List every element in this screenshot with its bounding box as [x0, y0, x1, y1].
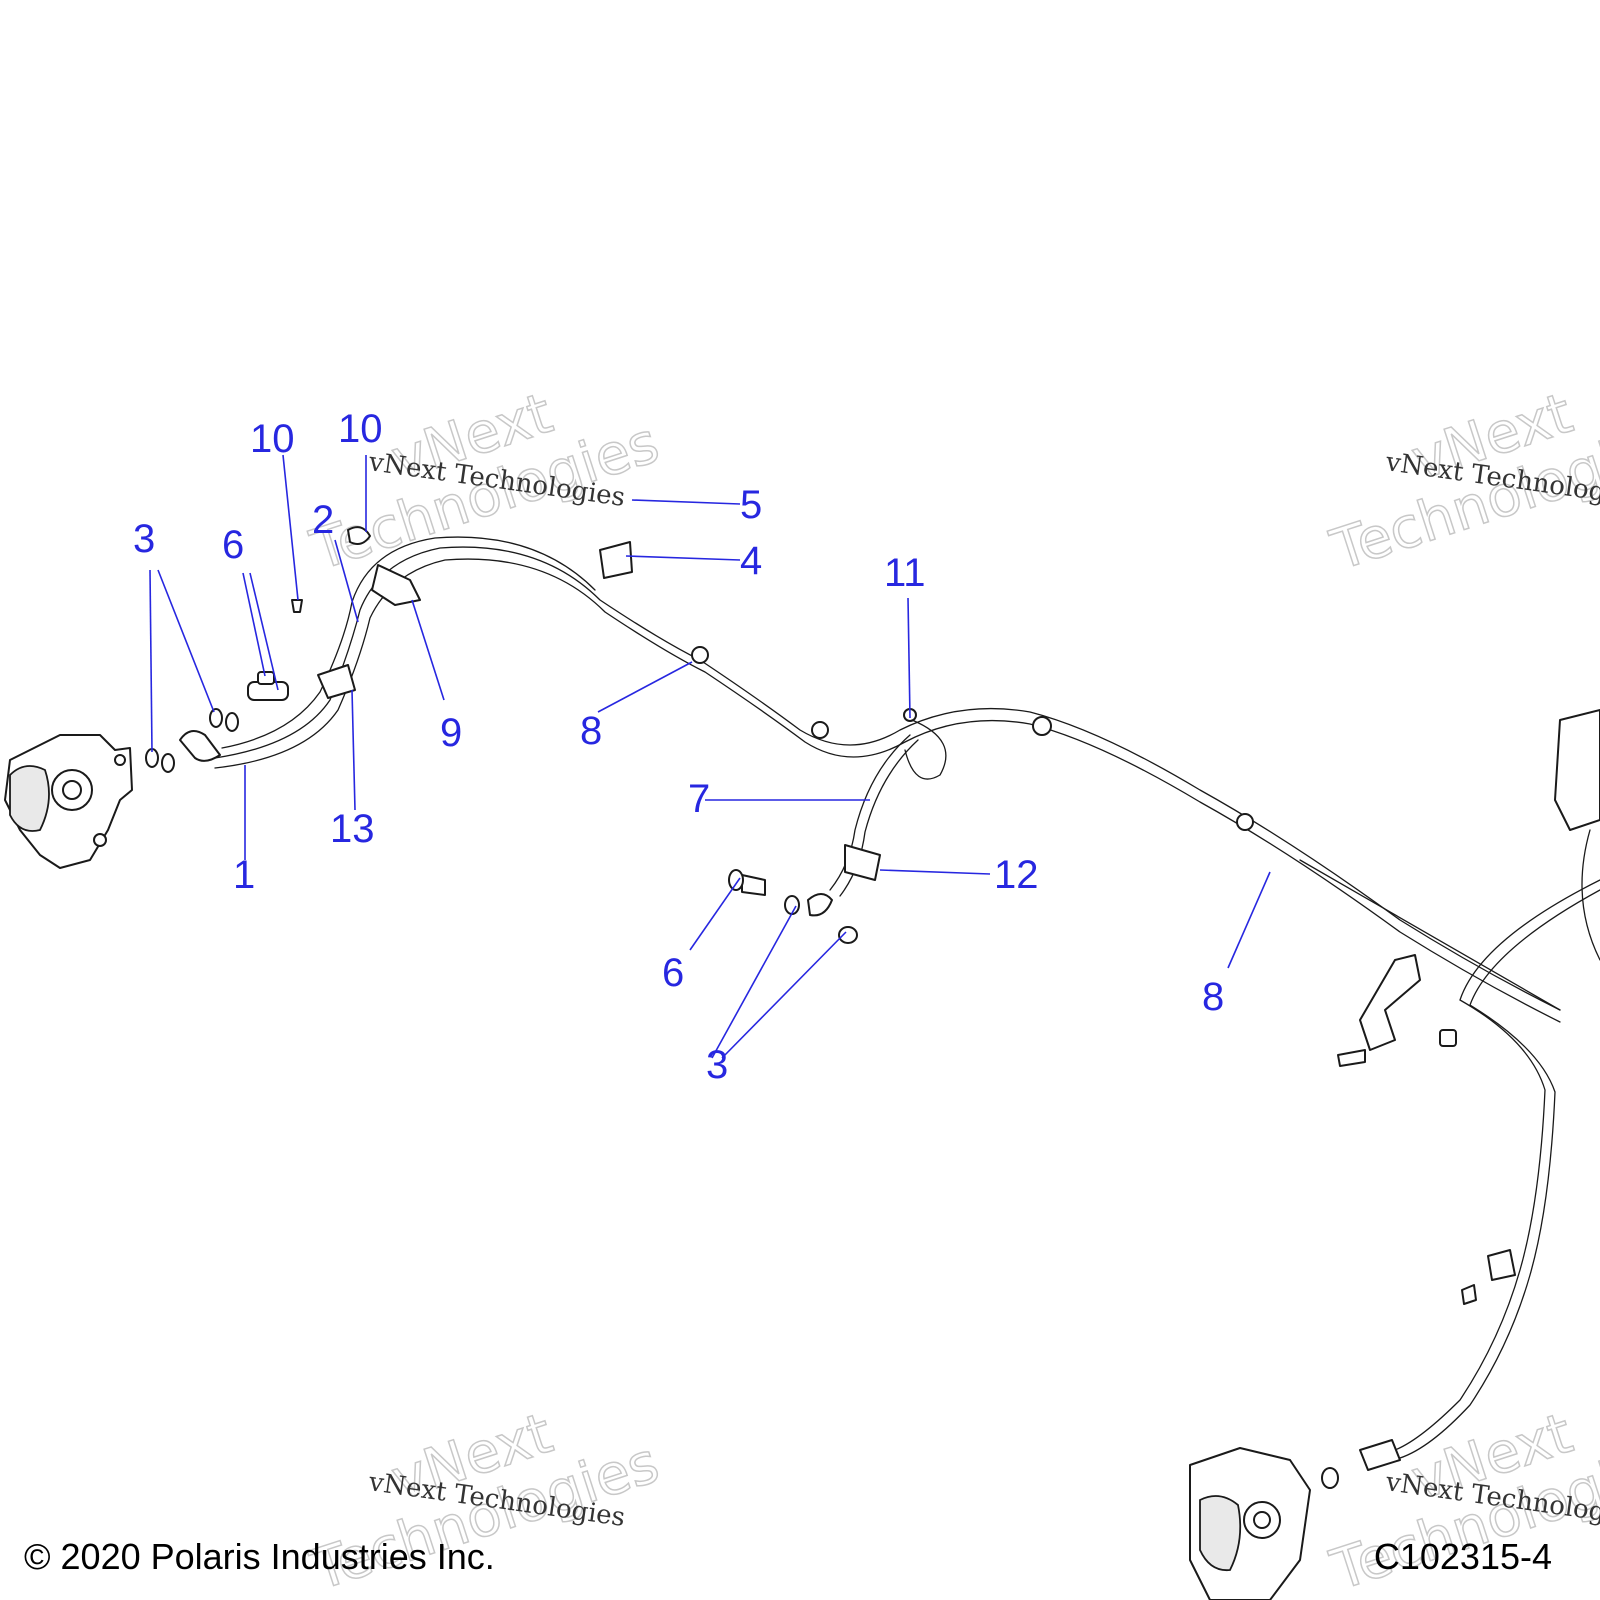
callout-10-left: 10 [250, 417, 295, 461]
center-fittings [728, 869, 858, 944]
callout-2: 2 [312, 498, 334, 542]
callout-9: 9 [440, 711, 462, 755]
callout-8-left: 8 [580, 709, 602, 753]
right-brake-caliper [1189, 1447, 1311, 1600]
callout-6-center: 6 [662, 951, 684, 995]
callout-7: 7 [688, 777, 710, 821]
callout-5: 5 [740, 483, 762, 527]
callout-3-center: 3 [706, 1043, 728, 1087]
brake-line-harness [214, 526, 1561, 1023]
callout-8-right: 8 [1202, 975, 1224, 1019]
callout-6-left: 6 [222, 523, 244, 567]
branch-brake-line [807, 719, 947, 917]
left-fittings [145, 599, 303, 773]
left-brake-caliper [4, 734, 133, 869]
right-master-cylinder [1337, 709, 1600, 1067]
figure-id: C102315-4 [1373, 1536, 1552, 1577]
callout-4: 4 [740, 539, 762, 583]
callout-1: 1 [233, 853, 255, 897]
callout-13: 13 [330, 807, 375, 851]
copyright-notice: © 2020 Polaris Industries Inc. [24, 1536, 495, 1577]
right-rear-brake-line [1321, 879, 1600, 1489]
callout-12: 12 [994, 853, 1039, 897]
leader-lines [149, 454, 1271, 1059]
callouts: 1 2 3 3 4 5 6 6 7 8 8 9 10 10 11 12 13 [133, 407, 1224, 1087]
callout-3-left: 3 [133, 517, 155, 561]
callout-11: 11 [884, 551, 926, 595]
callout-10-right: 10 [338, 407, 383, 451]
